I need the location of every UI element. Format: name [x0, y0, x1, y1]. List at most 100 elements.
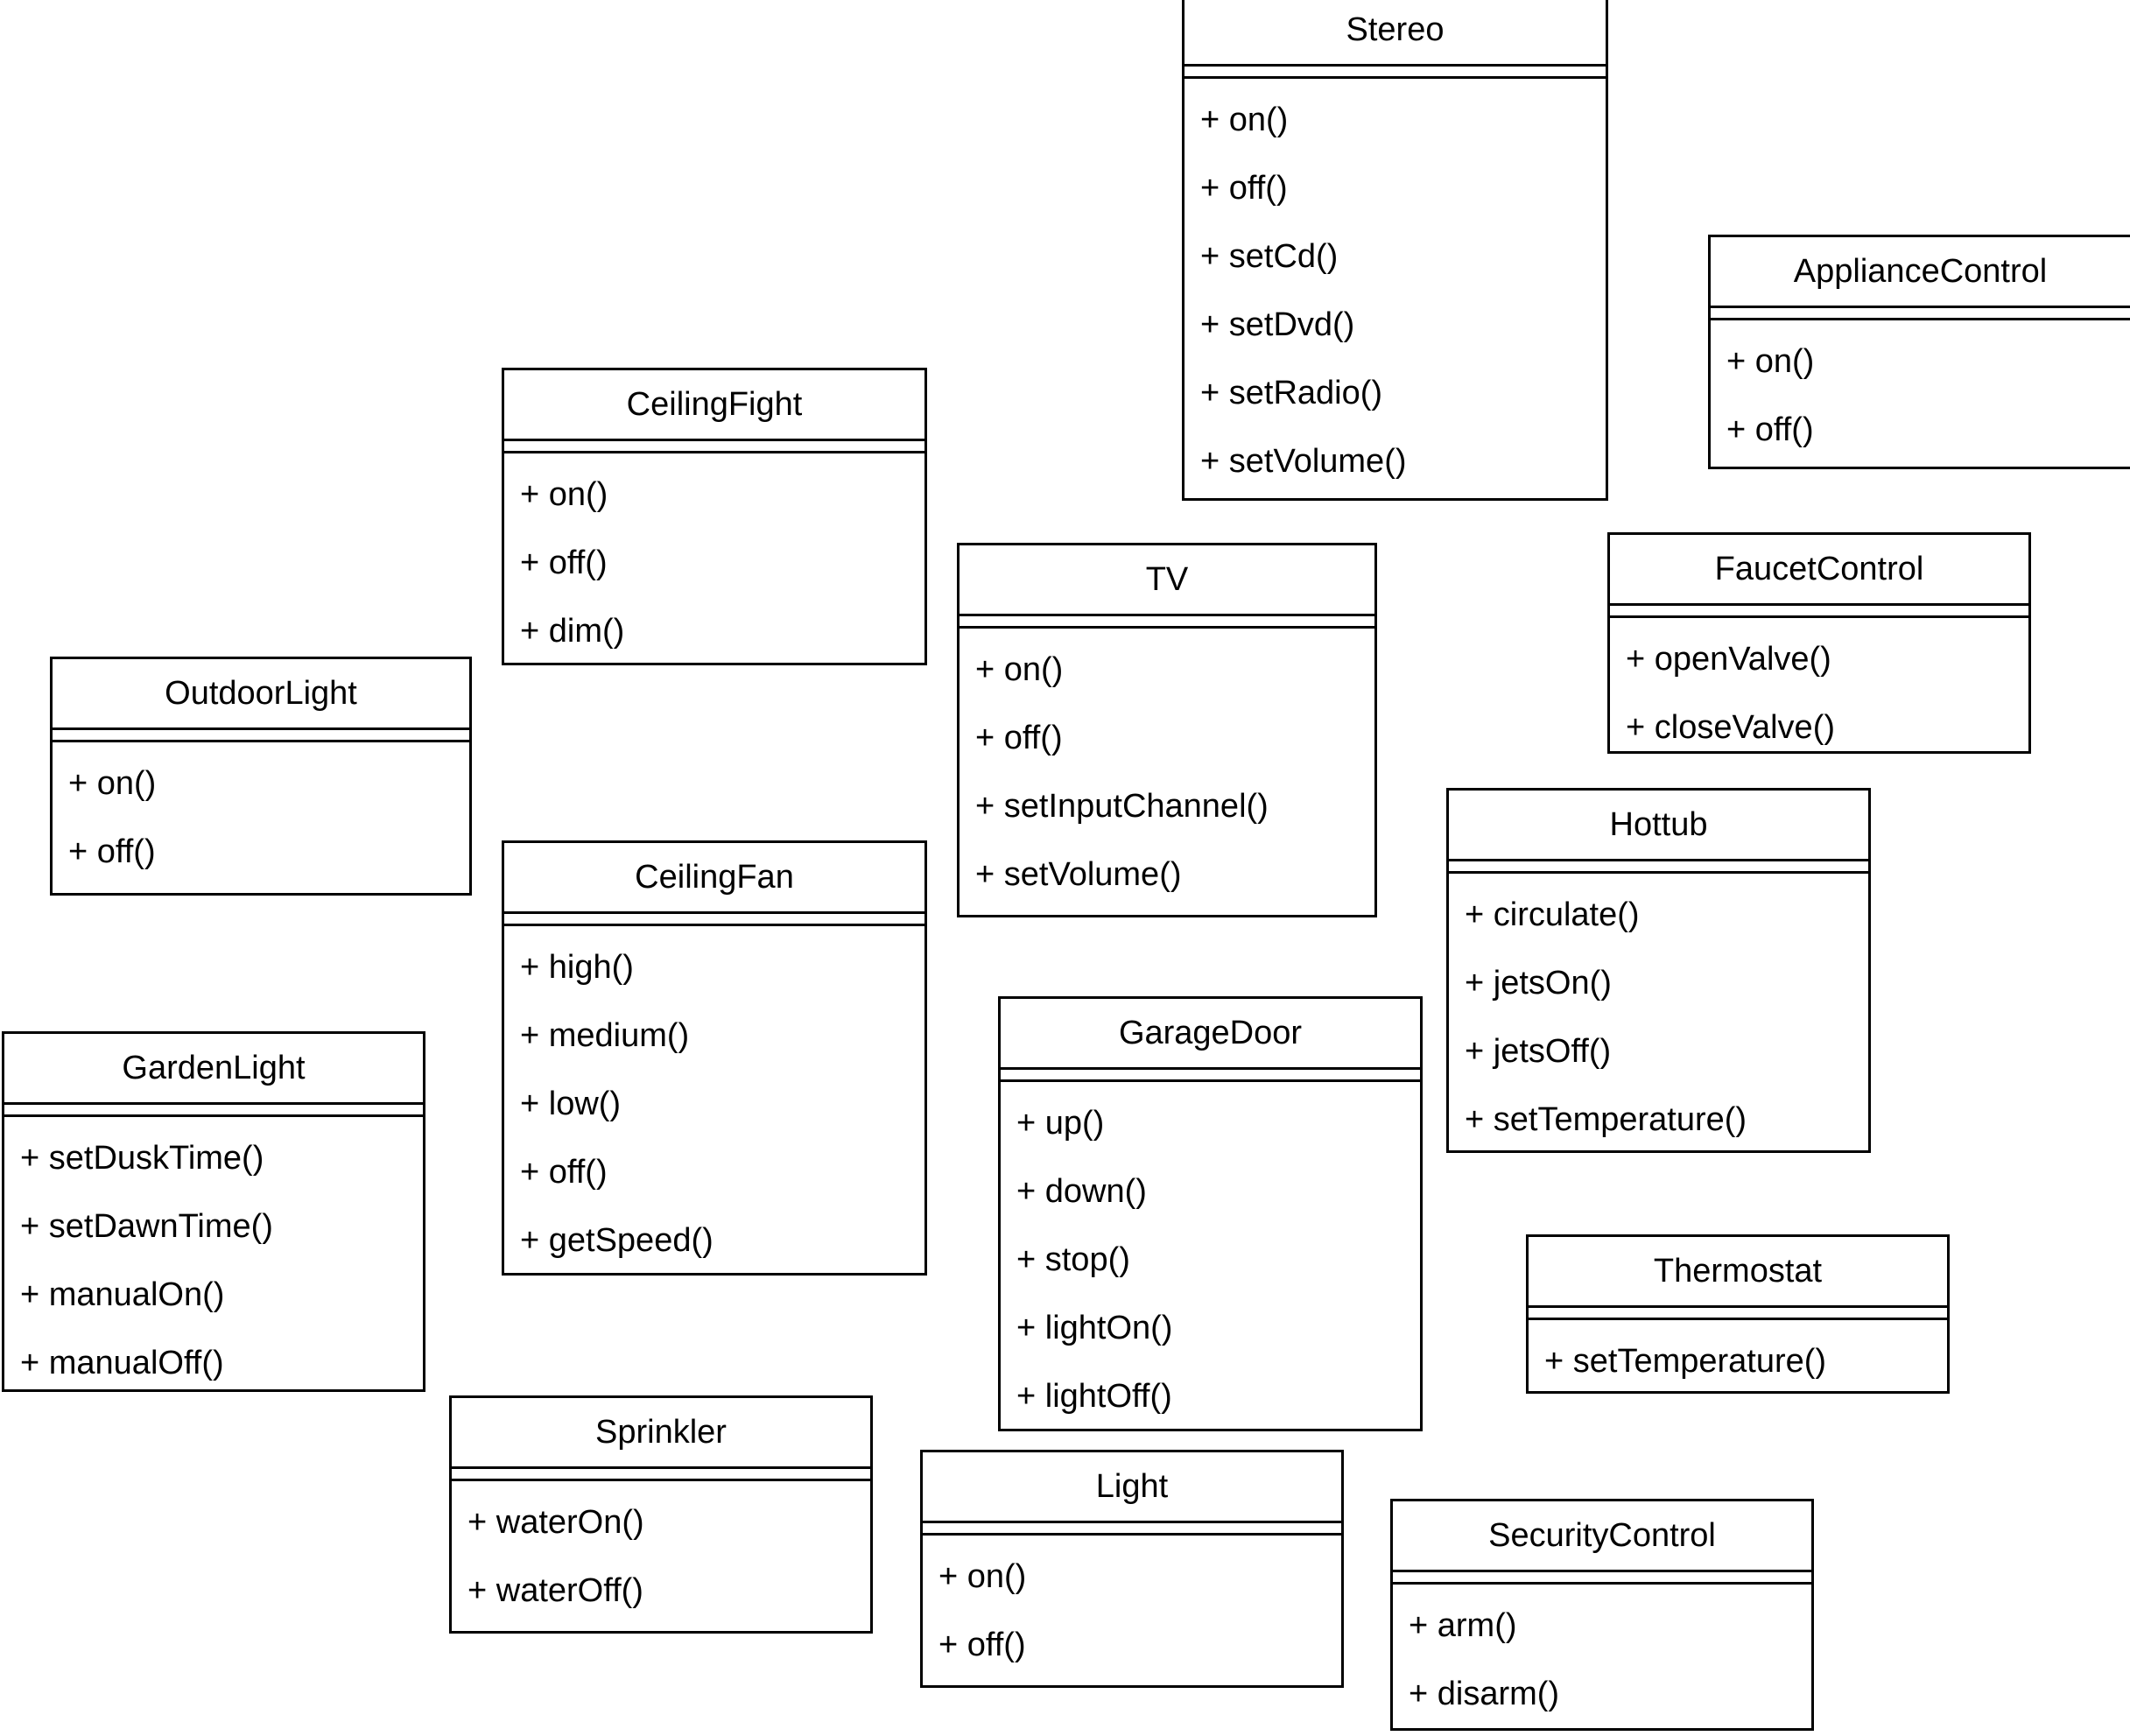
uml-methods-compartment: + waterOn() + waterOff()	[452, 1481, 870, 1631]
uml-class-name: TV	[1145, 561, 1189, 598]
uml-method: + setInputChannel()	[975, 788, 1269, 825]
uml-compartment-divider	[1393, 1570, 1811, 1585]
uml-method: + openValve()	[1626, 641, 1831, 678]
uml-method: + setDvd()	[1200, 306, 1355, 343]
uml-compartment-divider	[452, 1466, 870, 1481]
uml-method: + setRadio()	[1200, 375, 1383, 411]
uml-methods-compartment: + on() + off()	[1711, 320, 2130, 467]
uml-methods-compartment: + openValve() + closeValve()	[1610, 618, 2028, 751]
uml-methods-compartment: + on() + off()	[53, 742, 469, 893]
uml-method: + off()	[938, 1627, 1026, 1663]
uml-method: + medium()	[520, 1017, 690, 1054]
uml-method: + on()	[1726, 343, 1815, 380]
uml-method: + on()	[520, 476, 608, 513]
uml-method: + stop()	[1016, 1241, 1130, 1278]
uml-method: + off()	[520, 1154, 608, 1191]
uml-methods-compartment: + setDuskTime() + setDawnTime() + manualOn…	[4, 1117, 423, 1389]
uml-class-thermostat[interactable]: Thermostat + setTemperature()	[1526, 1234, 1950, 1394]
uml-method: + setTemperature()	[1544, 1343, 1827, 1380]
uml-compartment-divider	[1711, 306, 2130, 320]
uml-method: + down()	[1016, 1173, 1147, 1210]
uml-method: + jetsOff()	[1465, 1033, 1612, 1070]
uml-method: + arm()	[1409, 1607, 1517, 1644]
uml-method: + on()	[1200, 102, 1289, 138]
uml-class-hottub[interactable]: Hottub + circulate() + jetsOn() + jetsOff()…	[1446, 788, 1871, 1153]
uml-methods-compartment: + setTemperature()	[1529, 1320, 1947, 1391]
uml-compartment-divider	[53, 727, 469, 742]
uml-method: + getSpeed()	[520, 1222, 714, 1259]
uml-compartment-divider	[4, 1102, 423, 1117]
uml-method: + dim()	[520, 613, 625, 650]
uml-class-name: SecurityControl	[1488, 1517, 1716, 1554]
uml-method: + manualOff()	[20, 1345, 224, 1381]
uml-method: + off()	[1726, 411, 1814, 448]
uml-class-name: OutdoorLight	[165, 675, 357, 712]
uml-method: + disarm()	[1409, 1676, 1560, 1712]
uml-method: + on()	[938, 1558, 1027, 1595]
uml-method: + lightOff()	[1016, 1378, 1172, 1415]
uml-compartment-divider	[1185, 64, 1606, 79]
uml-compartment-divider	[960, 614, 1374, 629]
uml-class-light[interactable]: Light + on() + off()	[920, 1450, 1344, 1688]
uml-class-gardenlight[interactable]: GardenLight + setDuskTime() + setDawnTime(…	[2, 1031, 425, 1392]
uml-class-name: CeilingFight	[626, 386, 803, 423]
uml-method: + closeValve()	[1626, 709, 1836, 746]
uml-compartment-divider	[1529, 1305, 1947, 1320]
uml-class-name: ApplianceControl	[1793, 253, 2048, 290]
uml-compartment-divider	[504, 439, 924, 453]
uml-methods-compartment: + up() + down() + stop() + lightOn() + light…	[1001, 1082, 1420, 1429]
uml-class-ceilingfan[interactable]: CeilingFan + high() + medium() + low() + off…	[502, 840, 927, 1276]
uml-class-garagedoor[interactable]: GarageDoor + up() + down() + stop() + lightO…	[998, 996, 1423, 1431]
uml-class-tv[interactable]: TV + on() + off() + setInputChannel() + setV…	[957, 543, 1377, 917]
uml-method: + setVolume()	[1200, 443, 1407, 480]
uml-class-name: CeilingFan	[635, 859, 794, 896]
uml-compartment-divider	[1610, 603, 2028, 618]
uml-method: + off()	[975, 720, 1063, 756]
uml-method: + setTemperature()	[1465, 1101, 1747, 1138]
uml-method: + setDuskTime()	[20, 1140, 264, 1177]
uml-class-name: Sprinkler	[595, 1414, 727, 1451]
uml-class-name: GarageDoor	[1118, 1015, 1303, 1051]
uml-class-outdoorlight[interactable]: OutdoorLight + on() + off()	[50, 657, 472, 896]
uml-methods-compartment: + arm() + disarm()	[1393, 1585, 1811, 1728]
uml-class-appliancecontrol[interactable]: ApplianceControl + on() + off()	[1708, 235, 2130, 469]
uml-method: + waterOff()	[467, 1572, 643, 1609]
uml-compartment-divider	[504, 911, 924, 926]
uml-method: + high()	[520, 949, 634, 986]
uml-methods-compartment: + on() + off() + setInputChannel() + setVol…	[960, 629, 1374, 915]
uml-class-faucetcontrol[interactable]: FaucetControl + openValve() + closeValve()	[1607, 532, 2031, 754]
uml-class-securitycontrol[interactable]: SecurityControl + arm() + disarm()	[1390, 1499, 1814, 1731]
uml-methods-compartment: + on() + off()	[923, 1536, 1341, 1685]
uml-method: + jetsOn()	[1465, 965, 1612, 1002]
uml-method: + low()	[520, 1086, 622, 1122]
uml-method: + on()	[975, 651, 1064, 688]
uml-class-stereo[interactable]: Stereo+ on()+ off()+ setCd()+ setDvd()+ …	[1182, 0, 1608, 501]
uml-method: + waterOn()	[467, 1504, 644, 1541]
uml-method: + on()	[68, 765, 157, 802]
uml-method: + lightOn()	[1016, 1310, 1173, 1346]
uml-method: + manualOn()	[20, 1276, 225, 1313]
uml-class-name: Hottub	[1609, 806, 1708, 843]
uml-method: + off()	[520, 545, 608, 581]
uml-methods-compartment: + circulate() + jetsOn() + jetsOff() + setT…	[1449, 874, 1868, 1150]
uml-class-name: Thermostat	[1653, 1253, 1823, 1290]
uml-compartment-divider	[923, 1521, 1341, 1536]
uml-methods-compartment: + high() + medium() + low() + off() + getSpe…	[504, 926, 924, 1273]
uml-class-name: FaucetControl	[1714, 551, 1924, 587]
uml-class-name: Light	[1095, 1468, 1169, 1505]
uml-class-name: GardenLight	[122, 1050, 306, 1086]
uml-method: + setVolume()	[975, 856, 1182, 893]
uml-method: + setDawnTime()	[20, 1208, 273, 1245]
uml-methods-compartment: + on() + off() + dim()	[504, 453, 924, 663]
uml-method: + setCd()	[1200, 238, 1339, 275]
uml-method: + circulate()	[1465, 896, 1640, 933]
uml-compartment-divider	[1001, 1067, 1420, 1082]
uml-methods-compartment: + on() + off() + setCd() + setDvd() + setRad…	[1185, 79, 1606, 498]
uml-method: + up()	[1016, 1105, 1105, 1142]
uml-method: + off()	[68, 833, 156, 870]
uml-method: + off()	[1200, 170, 1288, 207]
uml-class-ceilingfight[interactable]: CeilingFight + on() + off() + dim()	[502, 368, 927, 665]
uml-class-sprinkler[interactable]: Sprinkler + waterOn() + waterOff()	[449, 1395, 873, 1634]
uml-class-name: Stereo	[1346, 11, 1445, 48]
